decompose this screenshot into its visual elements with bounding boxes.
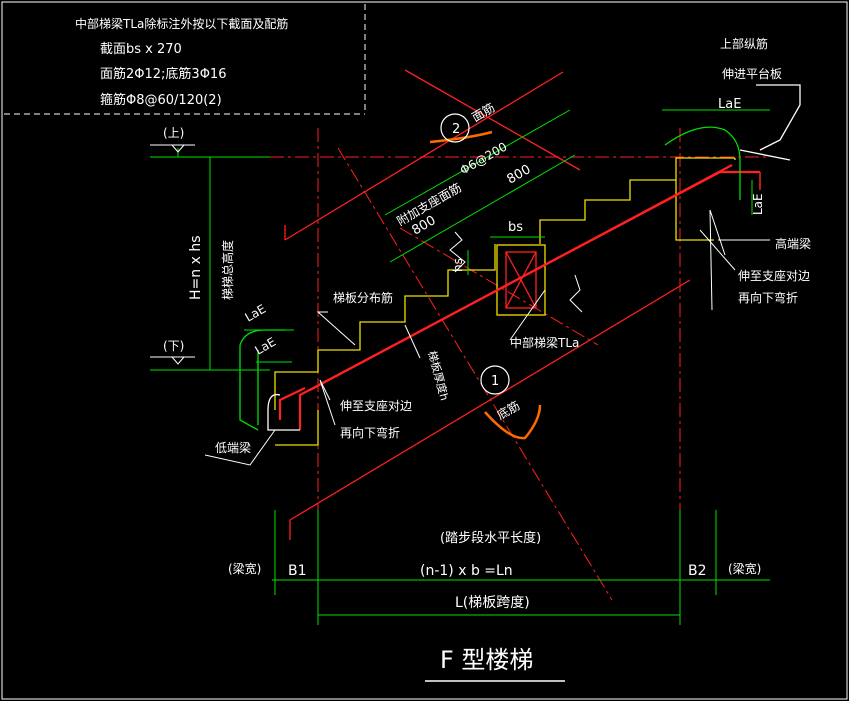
extend-to-slab-label: 伸进平台板 — [722, 66, 782, 81]
circle2-label: 2 — [452, 122, 460, 137]
b2-label: B2 — [688, 563, 707, 579]
beam-width-left: (梁宽) — [228, 561, 261, 576]
slab-thickness-label: 梯板厚度h — [425, 349, 452, 402]
dim-bs: bs — [508, 220, 523, 235]
extend-right-1: 伸至支座对边 — [738, 268, 810, 283]
leader-lines — [204, 209, 770, 466]
dim-hs: hs — [451, 258, 465, 272]
height-label: 梯梯总高度 — [220, 240, 235, 300]
height-formula: H=n x hs — [188, 236, 204, 300]
note-line2: 截面bs x 270 — [100, 42, 182, 57]
anchor-hooks — [267, 84, 801, 431]
step-run-formula: (n-1) x b =Ln — [420, 563, 513, 579]
level-lower: (下) — [163, 339, 184, 353]
beam-width-right: (梁宽) — [728, 561, 761, 576]
axis-lines — [195, 128, 770, 625]
mid-beam-label: 中部梯梁TLa — [510, 335, 579, 350]
lae-right: LaE — [751, 193, 765, 215]
extend-right-2: 再向下弯折 — [738, 290, 798, 305]
mid-beam-rebar — [505, 251, 537, 309]
circle1-label: 1 — [491, 374, 499, 389]
upper-rebar-label: 上部纵筋 — [720, 36, 768, 51]
dim-800b: 800 — [505, 162, 534, 187]
break-marks — [449, 231, 583, 313]
distribution-bar-label: 梯板分布筋 — [333, 290, 393, 305]
step-run-label: (踏步段水平长度) — [440, 530, 541, 546]
low-end-beam-label: 低端梁 — [215, 440, 251, 455]
note-line1: 中部梯梁TLa除标注外按以下截面及配筋 — [75, 16, 288, 31]
lae-hooks — [239, 126, 741, 431]
extend-left-1: 伸至支座对边 — [340, 398, 412, 413]
level-markers — [150, 144, 195, 365]
stair-steps — [274, 157, 736, 446]
b1-label: B1 — [288, 563, 307, 579]
note-line4: 箍筋Φ8@60/120(2) — [100, 92, 222, 108]
lae-left-2: LaE — [253, 335, 279, 358]
dimension-lines — [150, 109, 770, 625]
spacing-label: Φ6@200 — [458, 139, 510, 177]
high-end-beam-label: 高端梁 — [775, 236, 811, 251]
lae-top: LaE — [718, 97, 741, 112]
drawing-title: F 型楼梯 — [440, 646, 533, 674]
bottom-bar-label: 底筋 — [494, 398, 522, 423]
lae-left-1: LaE — [243, 302, 269, 325]
note-line3: 面筋2Φ12;底筋3Φ16 — [100, 66, 226, 82]
circle-callouts — [440, 113, 510, 395]
span-label: L(梯板跨度) — [455, 595, 530, 611]
slab-outline — [284, 69, 691, 540]
note-box: 中部梯梁TLa除标注外按以下截面及配筋 截面bs x 270 面筋2Φ12;底筋… — [4, 4, 366, 115]
level-upper: (上) — [163, 126, 184, 140]
extend-left-2: 再向下弯折 — [340, 425, 400, 440]
